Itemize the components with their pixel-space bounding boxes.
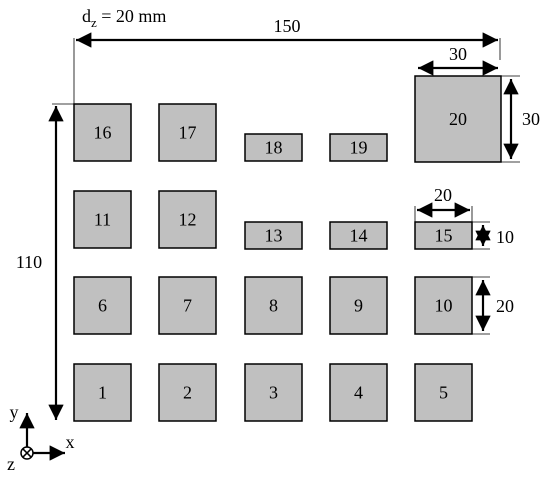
block-label-10: 10: [435, 296, 453, 316]
block-18: [244, 133, 303, 162]
block-label-19: 19: [350, 138, 368, 158]
block-11: [73, 190, 132, 249]
overall-height-label: 110: [16, 252, 42, 272]
y-axis-label: y: [10, 402, 19, 422]
block-label-9: 9: [354, 296, 363, 316]
block-13: [244, 221, 303, 250]
block-label-1: 1: [98, 383, 107, 403]
dz-title: dz = 20 mm: [82, 6, 166, 30]
block-label-13: 13: [265, 226, 283, 246]
block-label-16: 16: [94, 123, 112, 143]
overall-width-label: 150: [274, 16, 301, 36]
large-height-label: 20: [496, 296, 514, 316]
block-label-2: 2: [183, 383, 192, 403]
block-label-20: 20: [449, 109, 467, 129]
block-label-15: 15: [435, 226, 453, 246]
small-height-label: 10: [496, 227, 514, 247]
block-label-6: 6: [98, 296, 107, 316]
block-17: [158, 103, 217, 162]
block-9: [329, 276, 388, 335]
block-8: [244, 276, 303, 335]
block-16: [73, 103, 132, 162]
block-7: [158, 276, 217, 335]
block-20: [414, 75, 502, 163]
small-width-label: 20: [434, 185, 452, 205]
block-label-7: 7: [183, 296, 192, 316]
block-4: [329, 363, 388, 422]
block-6: [73, 276, 132, 335]
z-axis-cross-b: [22, 448, 32, 458]
block-12: [158, 190, 217, 249]
block-label-5: 5: [439, 383, 448, 403]
block-3: [244, 363, 303, 422]
block-5: [414, 363, 473, 422]
block-label-4: 4: [354, 383, 363, 403]
block-15: [414, 221, 473, 250]
block-2: [158, 363, 217, 422]
block-label-12: 12: [179, 210, 197, 230]
block-label-11: 11: [94, 210, 111, 230]
block-label-3: 3: [269, 383, 278, 403]
block-10: [414, 276, 473, 335]
axes-icon: y x z: [7, 402, 75, 474]
z-axis-label: z: [7, 454, 15, 474]
big-width-label: 30: [449, 44, 467, 64]
block-label-18: 18: [265, 138, 283, 158]
block-label-17: 17: [179, 123, 197, 143]
block-14: [329, 221, 388, 250]
big-height-label: 30: [522, 109, 540, 129]
block-label-8: 8: [269, 296, 278, 316]
block-19: [329, 133, 388, 162]
x-axis-label: x: [66, 432, 75, 452]
block-label-14: 14: [350, 226, 368, 246]
block-1: [73, 363, 132, 422]
